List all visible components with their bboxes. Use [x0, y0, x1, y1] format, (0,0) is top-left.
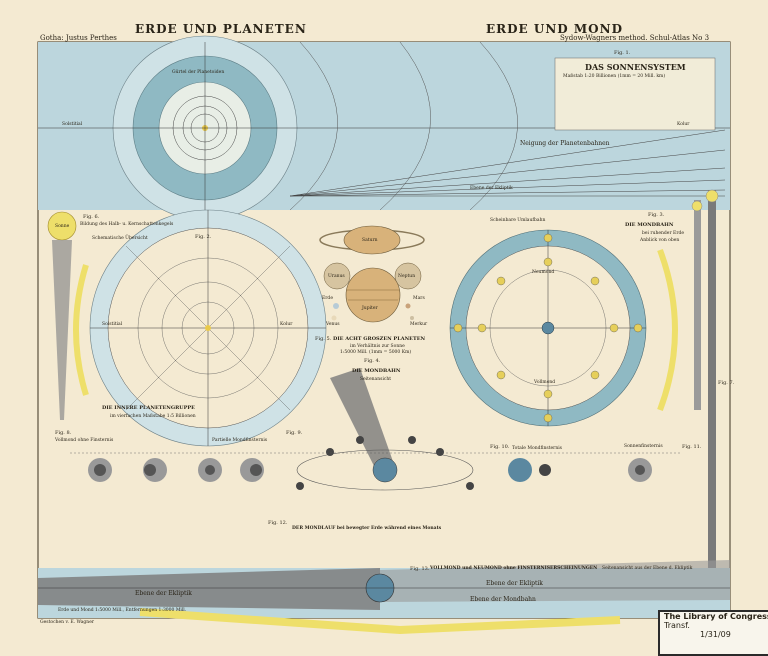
fig1-ecliptic: Ebene der Ekliptik — [470, 186, 513, 191]
fig13-caption: VOLLMOND und NEUMOND ohne FINSTERNISERSC… — [430, 566, 598, 571]
fig5-subtitle: im Verhältnis zur Sonne — [350, 344, 405, 349]
fig3-view: Anblick von oben — [640, 238, 680, 243]
fig9-label: Fig. 9. — [286, 430, 303, 436]
fig6-title: Bildung des Halb- u. Kernschattenkegels — [80, 222, 174, 227]
publisher-label: Gotha: Justus Perthes — [40, 34, 117, 42]
fig4-label: Fig. 4. — [364, 358, 381, 364]
fig5-scale: 1:5000 Mill. (1mm = 5000 Km) — [340, 350, 412, 355]
mars-small — [405, 303, 411, 309]
fig6-label: Fig. 6. — [83, 214, 100, 220]
stamp-line1: The Library of Congress — [664, 612, 768, 621]
bottom-ecliptic: Ebene der Ekliptik — [135, 590, 192, 597]
fig1-ring-label: Gürtel der Planetoiden — [172, 70, 225, 75]
fig2-caption: DIE INNERE PLANETENGRUPPE — [102, 405, 195, 411]
title-left: ERDE UND PLANETEN — [135, 22, 307, 36]
fig7-bar-a — [708, 190, 716, 590]
merkur-small — [410, 316, 414, 320]
fig4-subtitle: Seitenansicht — [360, 377, 392, 382]
fig12-earth — [372, 457, 398, 483]
fig13-yellow-arc — [139, 608, 621, 635]
fig13-label: Fig. 13. — [410, 566, 430, 572]
fig8-label: Fig. 8. — [55, 430, 72, 436]
fig3-earth — [541, 321, 555, 335]
bottom-scale-note: Erde und Mond 1:5000 Mill., Entfernungen… — [58, 608, 187, 613]
fig3-ring: Scheinbare Umlaufbahn — [490, 218, 546, 223]
fig6-subtitle: Schematische Übersicht — [92, 236, 148, 241]
jupiter-planet — [345, 267, 401, 323]
engraver-label: Gestochen v. E. Wagner — [40, 620, 95, 625]
fig11-caption: Sonnenfinsternis — [624, 444, 663, 449]
title-right: ERDE UND MOND — [486, 22, 623, 36]
fig11-label: Fig. 11. — [682, 444, 702, 450]
saturn-planet — [343, 225, 401, 255]
fig2-yellow-arc — [73, 264, 89, 396]
fig13-shadow-left — [38, 568, 380, 610]
erde-small — [333, 303, 339, 309]
fig1-legend-box — [554, 57, 716, 131]
fig1-scale: Maßstab 1:20 Billionen (1mm = 20 Mill. k… — [563, 74, 666, 79]
eclipse-row — [88, 458, 652, 482]
atlas-label: Sydow-Wagners method. Schul-Atlas No 3 — [560, 34, 710, 42]
fig1-solstice-right: Kolur — [677, 122, 690, 127]
fig12-caption: DER MONDLAUF bei bewegter Erde während e… — [292, 526, 442, 531]
fig7-bar-b — [694, 200, 701, 410]
fig1-label: Fig. 1. — [614, 50, 631, 56]
planet-erde-label: Erde — [322, 296, 333, 301]
planet-jupiter-label: Jupiter — [362, 306, 378, 311]
fig6-umbra — [52, 240, 72, 420]
fig9-caption: Partielle Mondfinsternis — [212, 438, 268, 443]
fig2-solstice: Solstitial — [102, 322, 123, 327]
fig13-side: Seitenansicht aus der Ebene d. Ekliptik — [602, 566, 693, 571]
planet-uranus-label: Uranus — [328, 274, 345, 279]
fig7-label: Fig. 7. — [718, 380, 735, 386]
fig3-full-moon: Vollmond — [534, 380, 556, 385]
bottom-moon-plane: Ebene der Mondbahn — [470, 596, 536, 603]
fig5-label: Fig. 5. — [315, 336, 332, 342]
fig1-solstice-left: Solstitial — [62, 122, 83, 127]
fig12-shadow-beam — [330, 368, 396, 478]
stamp-line2: Transf. — [664, 621, 690, 630]
planet-saturn-label: Saturn — [362, 238, 378, 243]
neptun-planet — [394, 262, 422, 290]
fig12-moon-orbit — [296, 449, 474, 491]
fig1-inclination: Neigung der Planetenbahnen — [520, 140, 610, 147]
fig6-sun-label: Sonne — [55, 224, 70, 229]
stamp-line3: 1/31/09 — [700, 630, 731, 639]
fig13-shadow-right — [380, 560, 730, 602]
fig5-title: DIE ACHT GROSZEN PLANETEN — [333, 336, 426, 342]
fig2-kolur: Kolur — [280, 322, 293, 327]
fig3-yellow-arc — [657, 248, 678, 412]
fig10-caption: Totale Mondfinsternis — [512, 446, 562, 451]
planet-neptun-label: Neptun — [398, 274, 416, 279]
uranus-planet — [323, 262, 351, 290]
fig3-title: DIE MONDBAHN — [625, 222, 674, 228]
fig10-label: Fig. 10. — [490, 444, 510, 450]
fig4-title: DIE MONDBAHN — [352, 368, 401, 374]
fig3-subtitle: bei ruhender Erde — [642, 231, 685, 236]
planet-mars-label: Mars — [413, 296, 425, 301]
fig3-label: Fig. 3. — [648, 212, 665, 218]
fig3-new-moon: Neumond — [532, 270, 555, 275]
fig1-title: DAS SONNENSYSTEM — [585, 62, 686, 72]
fig2-label: Fig. 2. — [195, 234, 212, 240]
library-stamp: The Library of Congress Transf. 1/31/09 — [658, 610, 768, 656]
fig12-label: Fig. 12. — [268, 520, 288, 526]
bottom-ecliptic-right: Ebene der Ekliptik — [486, 580, 543, 587]
planet-venus-label: Venus — [326, 322, 340, 327]
planet-merkur-label: Merkur — [410, 322, 428, 327]
fig2-scale: im vierfachen Maßstabe 1:5 Billionen — [110, 414, 196, 419]
fig8-caption: Vollmond ohne Finsternis — [55, 438, 114, 443]
venus-small — [331, 315, 337, 321]
